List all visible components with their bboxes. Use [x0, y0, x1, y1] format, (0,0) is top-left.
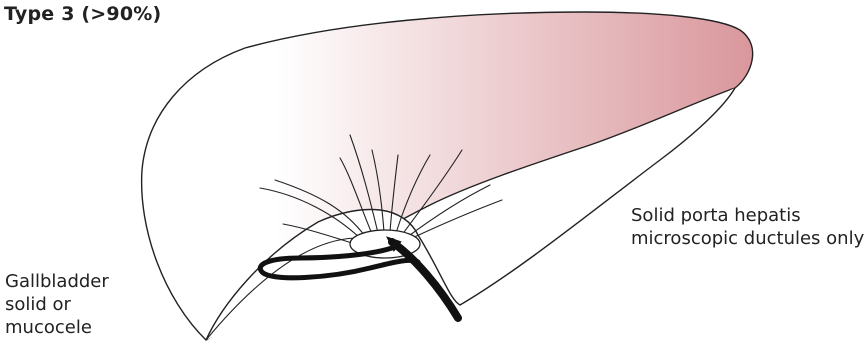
porta-hepatis-label-line2: microscopic ductules only: [631, 227, 864, 250]
gallbladder-label-line3: mucocele: [5, 316, 109, 339]
liver-outline: [142, 12, 753, 340]
porta-hepatis-label-line1: Solid porta hepatis: [631, 204, 864, 227]
porta-hepatis-label: Solid porta hepatis microscopic ductules…: [631, 204, 864, 250]
gallbladder-label-line1: Gallbladder: [5, 270, 109, 293]
gallbladder-label-line2: solid or: [5, 293, 109, 316]
gallbladder-label: Gallbladder solid or mucocele: [5, 270, 109, 339]
